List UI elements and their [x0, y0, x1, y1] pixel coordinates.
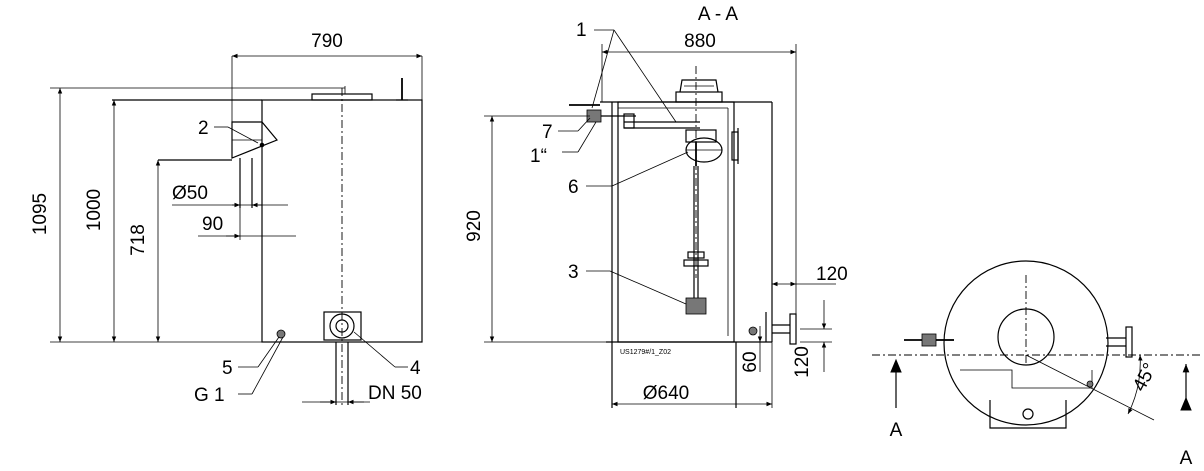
- callout-side-g-thread: G 1: [194, 385, 225, 406]
- callout-section-1: 1: [576, 20, 587, 41]
- callout-section-3: 3: [568, 262, 579, 283]
- section-view: US1279#/1_Z02 880 920 Ø640 120 60 120 1: [464, 20, 848, 408]
- side-bottom-flange: [329, 313, 355, 339]
- top-tank-circle: [943, 260, 1109, 426]
- section-motor: [679, 79, 719, 93]
- dim-section-bottom-height: 60: [740, 351, 761, 372]
- callout-side-dn: DN 50: [368, 383, 422, 404]
- dim-side-height-body: 1000: [84, 189, 105, 231]
- dim-section-height: 920: [464, 210, 485, 242]
- dim-section-outlet-offset: 120: [816, 264, 848, 285]
- side-inlet-valve: [231, 121, 278, 159]
- angle-label: 45°: [1129, 360, 1161, 395]
- callout-side-4: 4: [410, 358, 421, 379]
- dim-side-pipe-diameter: Ø50: [172, 183, 208, 204]
- dim-side-width: 790: [311, 31, 343, 52]
- dim-section-width: 880: [684, 31, 716, 52]
- dim-side-pipe-offset: 90: [202, 214, 223, 235]
- section-title: A - A: [698, 4, 738, 25]
- callout-side-2: 2: [198, 118, 209, 139]
- callout-side-5: 5: [222, 358, 233, 379]
- dim-section-base-diameter: Ø640: [643, 383, 689, 404]
- drawing-code: US1279#/1_Z02: [620, 349, 671, 356]
- section-float: [685, 297, 707, 315]
- callout-section-7: 7: [542, 122, 553, 143]
- side-drain-plug: [276, 329, 286, 339]
- side-view: 790 1095 1000 718 Ø50 90 2 5 G 1: [30, 31, 423, 408]
- dim-side-height-inlet: 718: [128, 224, 149, 256]
- callout-section-1-inch: 1“: [530, 146, 547, 167]
- callout-section-6: 6: [568, 177, 579, 198]
- top-base-foot: [989, 400, 1067, 429]
- angle-arc: [1127, 354, 1143, 415]
- section-mark-left: A: [890, 420, 903, 441]
- dim-section-outlet-height: 120: [792, 346, 813, 378]
- top-view: 45° A A: [872, 260, 1200, 469]
- section-outlet-flange: [789, 313, 797, 345]
- dim-side-height-total: 1095: [30, 193, 51, 235]
- section-mark-right: A: [1180, 448, 1193, 469]
